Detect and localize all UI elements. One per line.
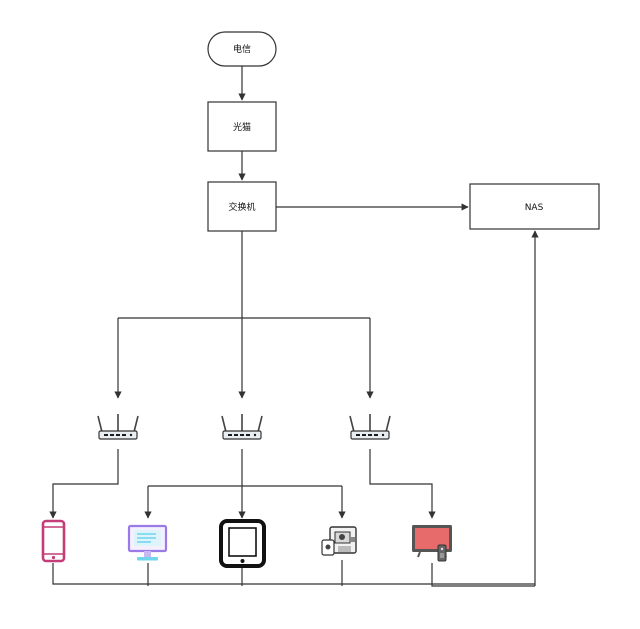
node-isp[interactable]: 电信	[207, 31, 277, 67]
edge-router1-phone	[49, 449, 119, 519]
node-switch-label: 交换机	[228, 201, 255, 213]
router-3-icon[interactable]	[349, 414, 391, 440]
node-nas-label: NAS	[525, 203, 544, 213]
node-modem[interactable]: 光猫	[207, 101, 277, 152]
node-switch[interactable]: 交换机	[207, 181, 277, 232]
desktop-monitor-icon[interactable]	[127, 524, 168, 561]
router-2-icon[interactable]	[221, 414, 263, 440]
phone-icon[interactable]	[41, 519, 66, 563]
node-nas[interactable]: NAS	[469, 183, 600, 230]
tv-icon[interactable]	[412, 525, 452, 562]
edge-bus-tv	[431, 563, 535, 587]
tablet-icon[interactable]	[219, 519, 266, 568]
router-1-icon[interactable]	[97, 414, 139, 440]
edge-router3-tv	[369, 449, 436, 519]
camera-device-icon[interactable]	[321, 526, 357, 556]
edge-bottom-bus	[52, 563, 535, 585]
node-modem-label: 光猫	[233, 121, 251, 133]
node-isp-label: 电信	[233, 43, 251, 55]
connectors	[49, 66, 539, 587]
